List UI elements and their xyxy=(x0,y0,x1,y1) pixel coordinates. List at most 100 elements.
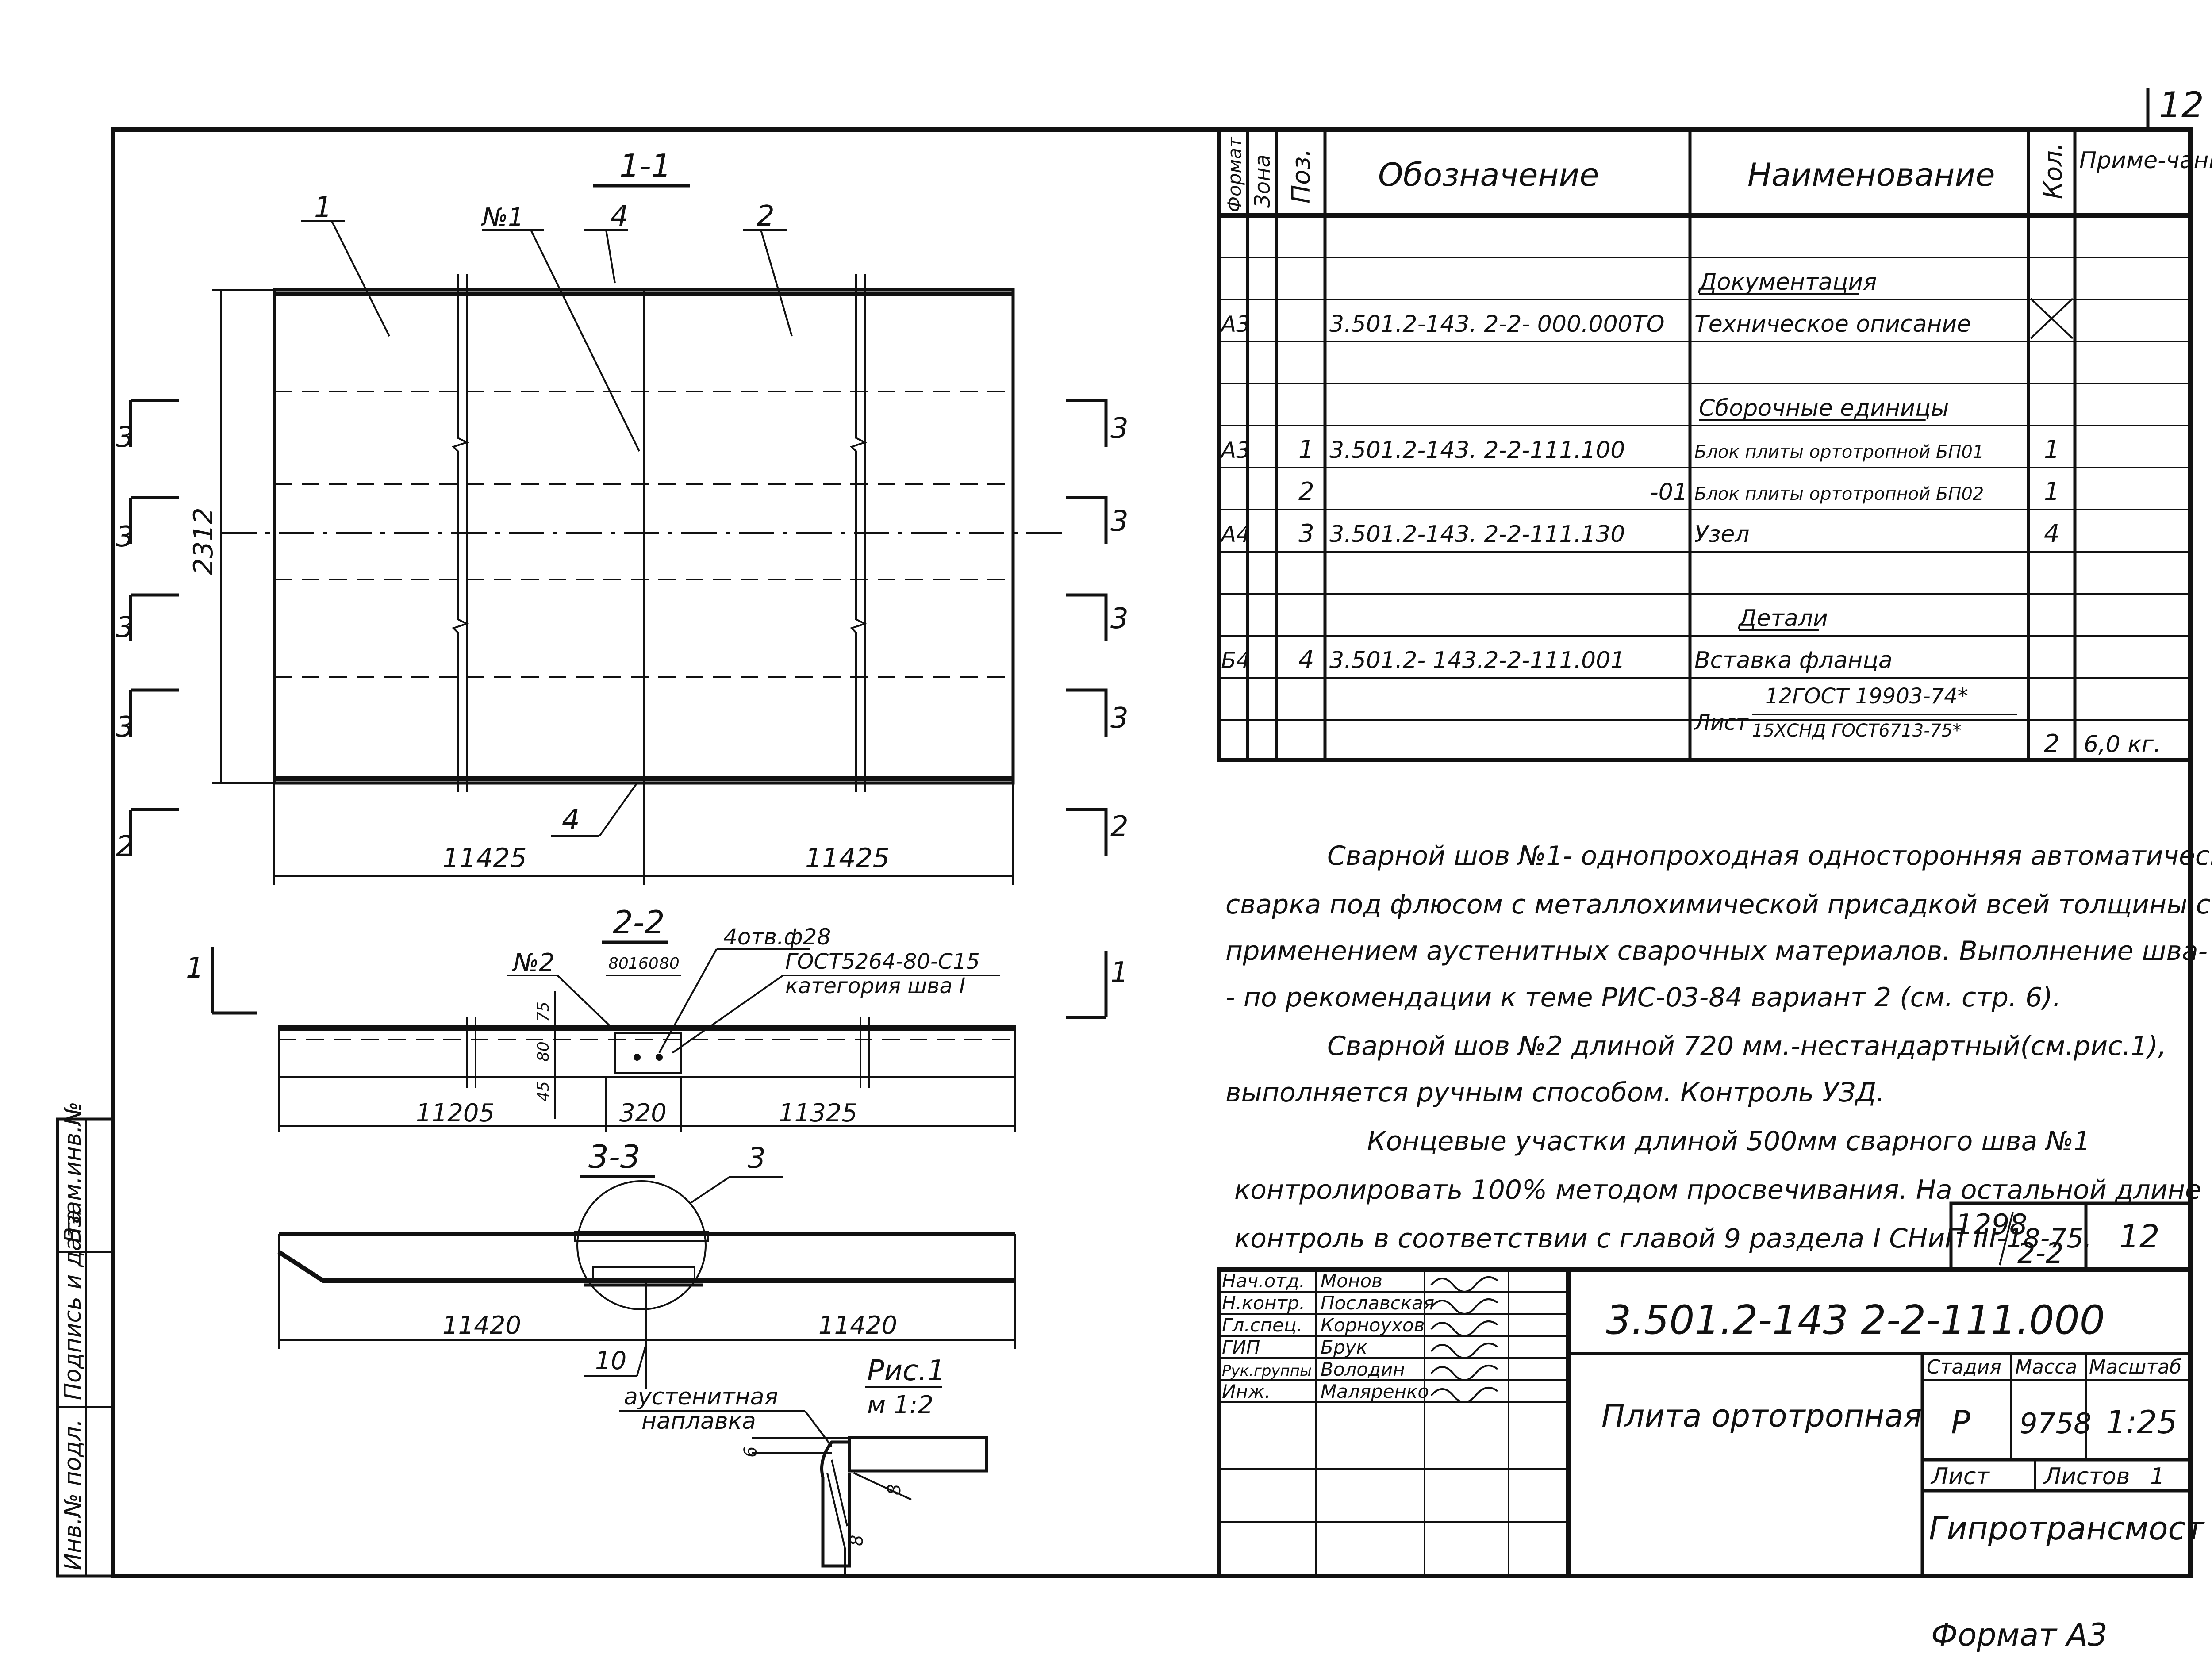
label-pos-2: 2 xyxy=(757,200,775,233)
section-marks-left: 3 3 3 3 2 xyxy=(116,399,179,863)
spec-cell-name: Сборочные единицы xyxy=(1699,395,1949,422)
spec-cell-format: А3 xyxy=(1220,311,1250,337)
spec-cell-format: А4 xyxy=(1220,522,1250,547)
section-marks-right: 3 3 3 3 2 xyxy=(1066,399,1129,856)
label-pos-4-top: 4 xyxy=(611,200,629,233)
organization-name: Гипротрансмост xyxy=(1929,1510,2205,1547)
dim-11325: 11325 xyxy=(779,1099,857,1128)
mark-left-3c: 3 xyxy=(116,611,134,644)
signature-role: Рук.группы xyxy=(1222,1362,1312,1380)
signature-role: Гл.спец. xyxy=(1222,1314,1302,1336)
dim-left-11425: 11425 xyxy=(442,843,527,874)
signature-name: Пославская xyxy=(1321,1292,1434,1314)
weld-2-label: №2 xyxy=(512,948,555,977)
signature-scribble xyxy=(1430,1276,1498,1293)
mass-label: Масса xyxy=(2015,1356,2077,1378)
spec-cell-note: 6,0 кг. xyxy=(2084,731,2161,758)
note-line-1: Сварной шов №1- однопроходная односторон… xyxy=(1327,840,2212,871)
figure-1-scale: м 1:2 xyxy=(867,1391,933,1420)
mark-section-1-right: 1 xyxy=(1110,956,1129,989)
dim-320: 320 xyxy=(619,1099,667,1128)
spec-cell-designation: 3.501.2-143. 2-2-111.100 xyxy=(1329,437,1625,464)
spec-cell-name: Техническое описание xyxy=(1694,311,1971,338)
mark-right-3b: 3 xyxy=(1110,505,1129,538)
note-line-5: Сварной шов №2 длиной 720 мм.-нестандарт… xyxy=(1327,1031,2166,1062)
vert-dim-75: 75 xyxy=(534,1001,553,1022)
header-format: Формат xyxy=(1224,136,1245,212)
top-dim-80b: 80 xyxy=(659,955,680,973)
spec-cell-format: Б4 xyxy=(1221,648,1250,673)
figure-1-title: Рис.1 xyxy=(867,1355,945,1387)
strip-label-replaced-inv: Взам.инв.№ xyxy=(60,1101,86,1243)
signature-scribble xyxy=(1430,1387,1498,1403)
corner-sheet-number: 12 xyxy=(2159,84,2204,126)
material-prefix: Лист xyxy=(1694,710,1749,735)
mark-left-3d: 3 xyxy=(116,711,134,744)
weld-category-label: категория шва I xyxy=(785,974,965,998)
note-line-3: применением аустенитных сварочных матери… xyxy=(1225,936,2208,967)
label-10: 10 xyxy=(595,1347,626,1375)
spec-cell-qty: 4 xyxy=(2044,519,2060,548)
format-label: Формат А3 xyxy=(1931,1617,2108,1653)
fig-dim-8a: 8 xyxy=(884,1484,905,1495)
spec-cell-pos: 3 xyxy=(1298,519,1314,548)
label-pos-4-bottom: 4 xyxy=(562,804,580,836)
note-line-2: сварка под флюсом с металлохимической пр… xyxy=(1225,889,2212,920)
material-numerator: 12ГОСТ 19903-74* xyxy=(1765,684,1968,709)
spec-cell-pos: 4 xyxy=(1298,645,1314,674)
stage-value: Р xyxy=(1951,1404,1970,1441)
dim-right-11425: 11425 xyxy=(805,843,890,874)
document-designation: 3.501.2-143 2-2-111.000 xyxy=(1606,1297,2105,1343)
mark-right-3d: 3 xyxy=(1110,702,1129,735)
fig-dim-8b: 8 xyxy=(847,1535,867,1546)
spec-cell-name: Узел xyxy=(1694,521,1750,548)
note-line-6: выполняется ручным способом. Контроль УЗ… xyxy=(1225,1077,1885,1108)
mark-right-2: 2 xyxy=(1110,810,1129,843)
signature-rows: Нач.отд.МоновН.контр.ПославскаяГл.спец.К… xyxy=(1222,1270,1498,1403)
signature-role: ГИП xyxy=(1222,1336,1260,1358)
spec-cell-format: А3 xyxy=(1220,437,1250,463)
stage-label: Стадия xyxy=(1927,1356,2001,1378)
spec-cell-qty: 2 xyxy=(2044,729,2060,758)
spec-cell-designation: -01 xyxy=(1650,479,1688,506)
note-line-8: контролировать 100% методом просвечивани… xyxy=(1234,1174,2201,1205)
figure-1-detail: Рис.1 м 1:2 аустенитная наплавка 6 8 8 xyxy=(619,1355,988,1575)
dim-11205: 11205 xyxy=(416,1099,495,1128)
section-3-3: 3-3 3 11420 11420 10 xyxy=(277,1138,1016,1389)
note-line-7: Концевые участки длиной 500мм сварного ш… xyxy=(1367,1126,2090,1157)
sheets-count: 1 xyxy=(2150,1463,2165,1490)
section-1-1: 1-1 1 №1 4 2 2312 11425 114 xyxy=(116,147,1129,885)
sheet-label: Лист xyxy=(1930,1463,1990,1490)
specification-table: Формат Зона Поз. Обозначение Наименовани… xyxy=(1217,127,2212,762)
mark-left-3b: 3 xyxy=(116,521,134,553)
note-line-4: - по рекомендации к теме РИС-03-84 вариа… xyxy=(1225,982,2061,1013)
signature-name: Корноухов xyxy=(1321,1314,1425,1336)
scale-value: 1:25 xyxy=(2106,1404,2177,1441)
header-name: Наименование xyxy=(1747,156,1995,193)
mark-right-3a: 3 xyxy=(1110,412,1129,445)
mark-left-3a: 3 xyxy=(116,421,134,454)
header-designation: Обозначение xyxy=(1378,156,1599,193)
strip-label-signature-date: Подпись и дата xyxy=(60,1209,86,1400)
spec-cell-designation: 3.501.2-143. 2-2- 000.000ТО xyxy=(1329,311,1665,338)
mark-right-3c: 3 xyxy=(1110,602,1129,635)
vert-dim-45: 45 xyxy=(534,1081,553,1101)
spec-cell-name: Блок плиты ортотропной БП02 xyxy=(1694,484,1984,504)
album-sub: 2-2 xyxy=(2017,1237,2064,1270)
product-name: Плита ортотропная xyxy=(1601,1398,1922,1434)
dim-11420-right: 11420 xyxy=(818,1311,897,1340)
signature-scribble xyxy=(1430,1343,1498,1359)
spec-cell-pos: 2 xyxy=(1298,477,1314,506)
holes-label: 4отв.ф28 xyxy=(723,924,831,950)
material-denominator: 15ХСНД ГОСТ6713-75* xyxy=(1752,721,1962,741)
gost-weld-label: ГОСТ5264-80-С15 xyxy=(785,949,980,974)
signature-role: Н.контр. xyxy=(1222,1292,1305,1314)
fig-dim-6: 6 xyxy=(741,1447,761,1458)
left-stamp-strip: Взам.инв.№ Подпись и дата Инв.№ подл. xyxy=(56,1101,115,1578)
technical-notes: Сварной шов №1- однопроходная односторон… xyxy=(1225,840,2212,1254)
signature-name: Брук xyxy=(1321,1336,1367,1358)
title-block: 1298 2-2 12 Нач.отд.МоновН.контр.Пославс… xyxy=(1217,1201,2205,1578)
label-pos-1: 1 xyxy=(314,191,332,224)
